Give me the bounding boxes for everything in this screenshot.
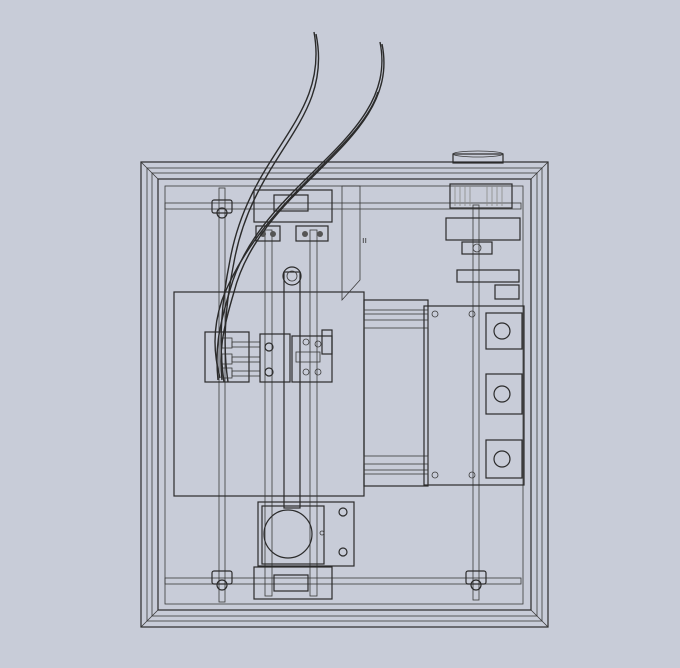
outer-frame [140, 161, 549, 628]
top-cylinder [452, 150, 504, 164]
aluminium-profile [363, 299, 429, 487]
heat-bed-plate [173, 291, 365, 497]
annotation-label: ıı [362, 236, 367, 246]
right-motor-plate [423, 305, 525, 486]
y-belt [283, 271, 301, 509]
y-stepper-motor [257, 501, 355, 567]
carriage-rod-left [264, 229, 273, 597]
right-vertical-rod [472, 204, 480, 601]
idler-pulley [282, 266, 302, 286]
rod-bearings [211, 199, 487, 591]
extruder-carriage [204, 329, 333, 383]
left-vertical-rod [218, 187, 226, 603]
upper-panel [341, 185, 361, 302]
bottom-carriage-block [253, 566, 333, 600]
top-right-motor-assembly [445, 183, 521, 300]
bottom-rod [164, 577, 522, 585]
top-rod [164, 202, 522, 210]
carriage-rod-right [309, 229, 318, 597]
filament-wires [214, 31, 385, 383]
